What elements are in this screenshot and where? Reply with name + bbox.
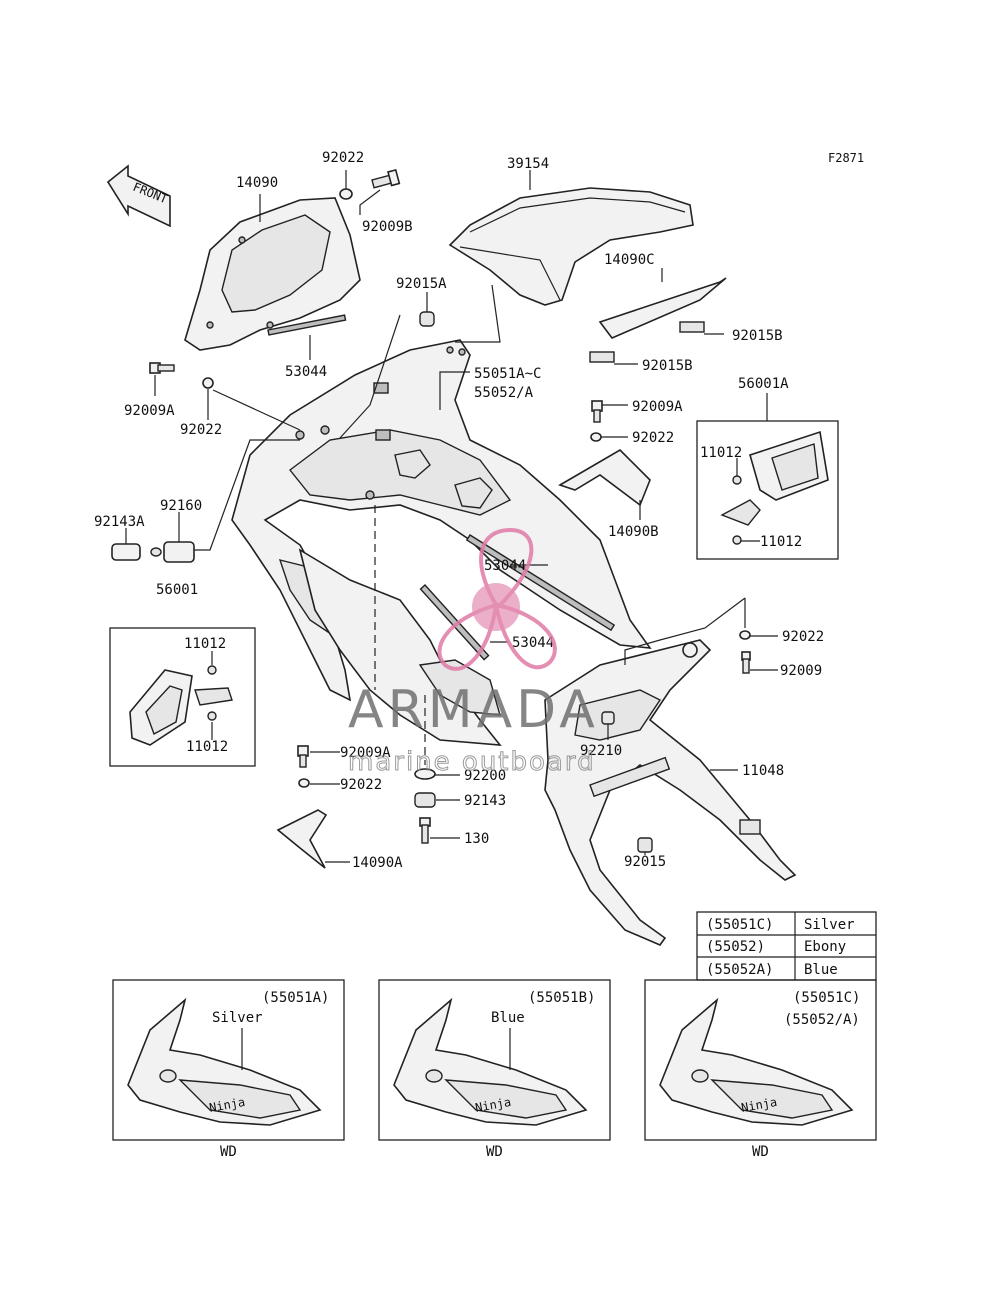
color-table: (55051C) Silver (55052) Ebony (55052A) B… [696,911,877,981]
label-92022-low: 92022 [340,777,382,793]
screw-92009A-mid [591,400,603,423]
variant-panel-2: (55051B) Blue Ninja WD [378,979,611,1160]
color-code-1: (55051C) [706,917,773,933]
meter-cover-part [184,197,361,351]
left-mirror-part [129,665,233,746]
label-53044-top: 53044 [285,364,327,380]
mirror-mount-left [111,541,195,563]
label-92022-left: 92022 [180,422,222,438]
screw-92009A-left [149,362,175,374]
strip-53044-mid [465,534,616,632]
bracket-14090C-part [598,277,727,339]
label-39154: 39154 [507,156,549,172]
label-56001A: 56001A [738,376,789,392]
variant-color-1: Silver [212,1010,263,1026]
color-code-3: (55052A) [706,962,773,978]
propeller-logo-icon [437,527,557,671]
label-92009A-left: 92009A [124,403,175,419]
label-92009A-low: 92009A [340,745,391,761]
label-14090B: 14090B [608,524,659,540]
watermark-sub: marine outboard [348,747,596,777]
watermark-brand: ARMADA [348,680,599,740]
variant-code-3b: (55052/A) [784,1012,860,1028]
label-92009B: 92009B [362,219,413,235]
label-92015A: 92015A [396,276,447,292]
label-92210: 92210 [580,743,622,759]
variant-code-1: (55051A) [262,990,329,1006]
windshield-part [448,187,694,306]
washer-92022-right [739,630,751,640]
grommet-92015A [419,311,435,327]
label-11012-r2: 11012 [760,534,802,550]
variant-model-1: WD [220,1144,237,1160]
leader-lines [125,170,778,863]
clip-92015B-1 [679,321,705,333]
label-92009A-mid: 92009A [632,399,683,415]
ninja-script-3: Ninja [740,1095,778,1115]
washer-92200 [414,768,436,780]
label-56001: 56001 [156,582,198,598]
variant-color-2: Blue [491,1010,525,1026]
variant-model-2: WD [486,1144,503,1160]
label-92022-top: 92022 [322,150,364,166]
color-name-1: Silver [804,917,855,933]
label-92160: 92160 [160,498,202,514]
label-92022-right: 92022 [782,629,824,645]
strip-53044-top [267,314,347,336]
washer-92022-left [202,377,214,389]
front-arrow-icon: FRONT [106,164,171,228]
screw-92009A-low [297,745,309,768]
right-mirror-part [720,430,829,545]
screw-92009B-part [371,168,401,189]
washer-92022-top [339,188,353,200]
label-92015B-1: 92015B [732,328,783,344]
grommet-92015 [637,837,653,853]
clip-92015B-2 [589,351,615,363]
variant-code-2: (55051B) [528,990,595,1006]
nut-92210 [601,711,615,725]
bracket-14090B-part [558,448,651,507]
label-92143: 92143 [464,793,506,809]
color-name-2: Ebony [804,939,846,955]
label-130: 130 [464,831,489,847]
color-name-3: Blue [804,962,838,978]
variant-code-3: (55051C) [793,990,860,1006]
label-11012-r1: 11012 [700,445,742,461]
variant-model-3: WD [752,1144,769,1160]
ninja-script-1: Ninja [208,1095,246,1115]
callout-labels: 14090 92022 92009B 39154 92015A 53044 14… [94,150,824,871]
label-14090C: 14090C [604,252,655,268]
washer-92022-mid [590,432,602,442]
label-14090: 14090 [236,175,278,191]
label-53044-mid: 53044 [484,558,526,574]
label-92015: 92015 [624,854,666,870]
screw-92009-right [741,651,751,674]
label-14090A: 14090A [352,855,403,871]
figure-code: F2871 [828,151,864,165]
label-11012-l1: 11012 [184,636,226,652]
label-92200: 92200 [464,768,506,784]
label-11048: 11048 [742,763,784,779]
label-55052: 55052/A [474,385,534,401]
label-92015B-2: 92015B [642,358,693,374]
washer-92022-low [298,778,310,788]
label-92022-mid: 92022 [632,430,674,446]
variant-panel-3: (55051C) (55052/A) Ninja WD [644,979,877,1160]
variant-panel-1: (55051A) Silver Ninja WD [112,979,345,1160]
bolt-130 [419,817,431,844]
label-55051: 55051A~C [474,366,541,382]
color-code-2: (55052) [706,939,765,955]
grommet-92143 [414,792,436,808]
label-92009: 92009 [780,663,822,679]
bracket-14090A-part [276,809,328,869]
strip-53044-low [419,584,490,661]
ninja-script-2: Ninja [474,1095,512,1115]
label-53044-low: 53044 [512,635,554,651]
label-92143A: 92143A [94,514,145,530]
armada-watermark: ARMADA marine outboard [348,527,599,778]
label-11012-l2: 11012 [186,739,228,755]
left-mirror-box [109,627,256,767]
